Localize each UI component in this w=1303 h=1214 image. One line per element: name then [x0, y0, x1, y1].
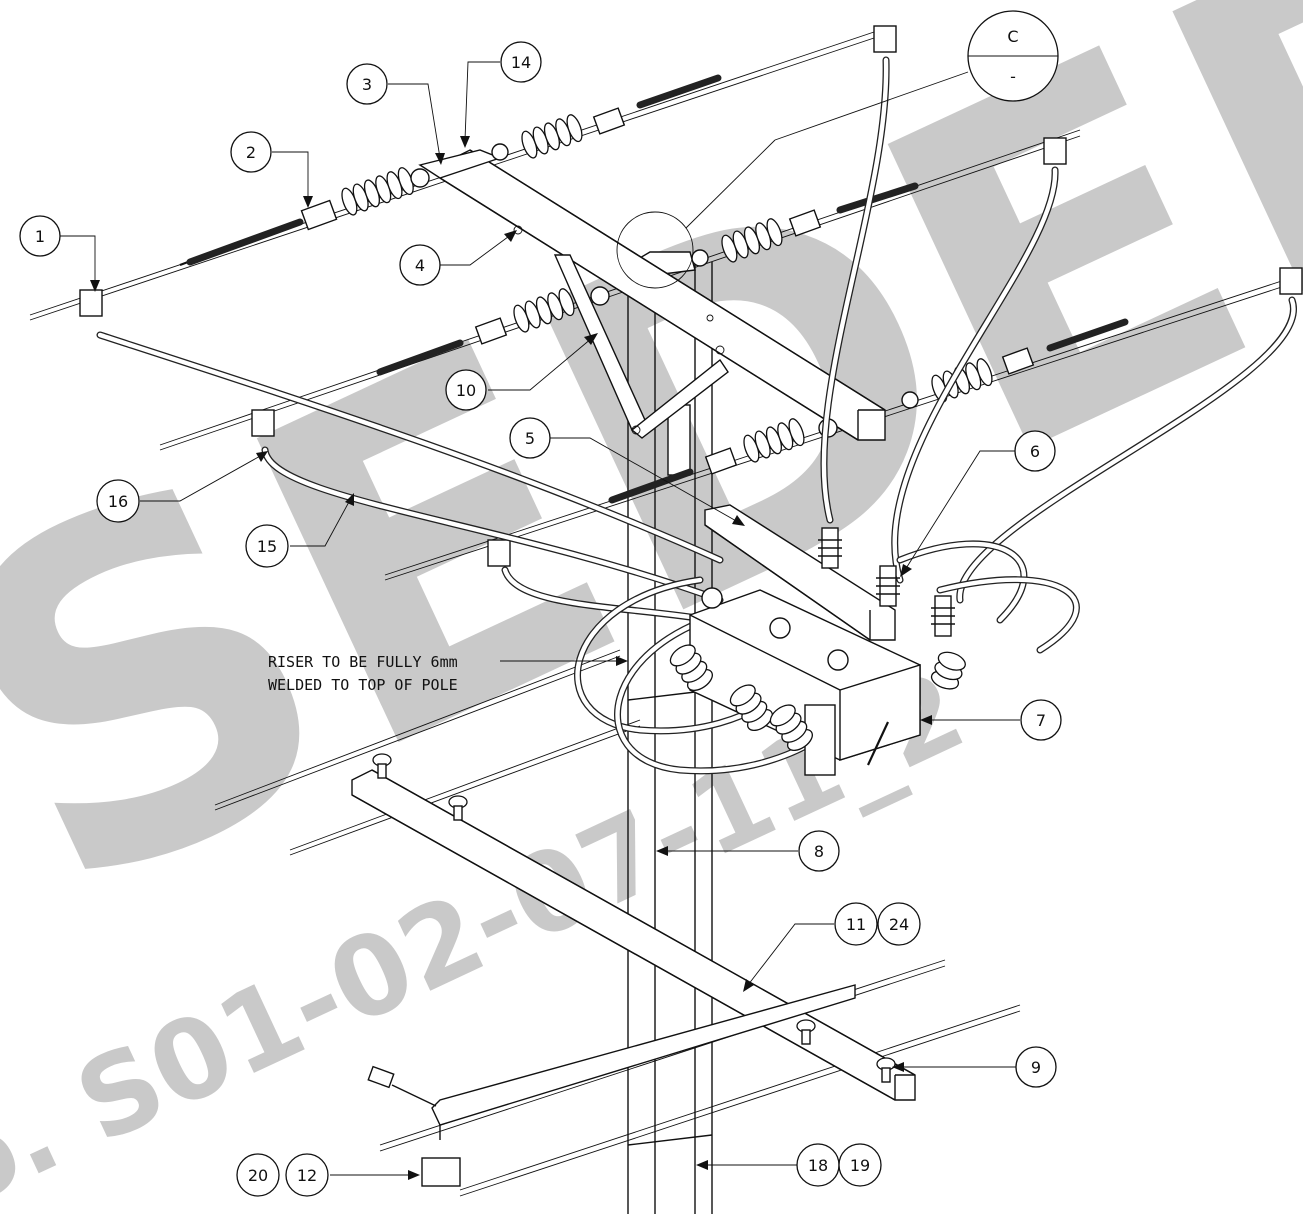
callout-1: 1 — [19, 215, 61, 257]
pin-insulators — [372, 753, 896, 1083]
callout-8: 8 — [798, 830, 840, 872]
bushings — [669, 587, 966, 752]
callouts: 1 2 3 14 4 10 5 6 — [19, 41, 1062, 1197]
callout-7: 7 — [1020, 699, 1062, 741]
callout-20: 20 — [236, 1153, 280, 1197]
surge-arresters — [818, 527, 955, 637]
callout-15: 15 — [245, 524, 289, 568]
upper-crossarm — [418, 149, 886, 441]
callout-16: 16 — [96, 479, 140, 523]
svg-text:9: 9 — [1031, 1058, 1041, 1077]
callout-9: 9 — [1015, 1046, 1057, 1088]
svg-text:24: 24 — [889, 915, 909, 934]
callout-10: 10 — [445, 369, 487, 411]
callout-3: 3 — [346, 63, 388, 105]
note-line-2: WELDED TO TOP OF POLE — [268, 676, 458, 694]
svg-text:16: 16 — [108, 492, 128, 511]
strain-insulators — [179, 74, 1129, 504]
callout-6: 6 — [1014, 430, 1056, 472]
svg-text:2: 2 — [246, 143, 256, 162]
lower-crossarm — [351, 753, 916, 1187]
svg-text:8: 8 — [814, 842, 824, 861]
svg-text:15: 15 — [257, 537, 277, 556]
svg-text:12: 12 — [297, 1166, 317, 1185]
svg-text:18: 18 — [808, 1156, 828, 1175]
svg-text:20: 20 — [248, 1166, 268, 1185]
detail-ref-sheet: - — [1010, 67, 1016, 86]
callout-18: 18 — [796, 1143, 840, 1187]
callout-24: 24 — [877, 902, 921, 946]
svg-text:19: 19 — [850, 1156, 870, 1175]
svg-text:7: 7 — [1036, 711, 1046, 730]
callout-19: 19 — [838, 1143, 882, 1187]
recloser — [669, 504, 966, 776]
svg-text:5: 5 — [525, 429, 535, 448]
callout-2: 2 — [230, 131, 272, 173]
svg-text:14: 14 — [511, 53, 531, 72]
jumper-cables — [96, 56, 1297, 775]
leader-lines — [58, 61, 1020, 1180]
svg-text:3: 3 — [362, 75, 372, 94]
callout-11: 11 — [834, 902, 878, 946]
svg-text:1: 1 — [35, 227, 45, 246]
detail-marker: C - — [616, 10, 1059, 289]
callout-14: 14 — [500, 41, 542, 83]
welding-note: RISER TO BE FULLY 6mm WELDED TO TOP OF P… — [268, 653, 628, 694]
detail-ref-letter: C — [1007, 27, 1018, 46]
callout-4: 4 — [399, 244, 441, 286]
line-tap-clamps — [79, 25, 1303, 567]
svg-text:4: 4 — [415, 256, 425, 275]
svg-text:11: 11 — [846, 915, 866, 934]
callout-5: 5 — [509, 417, 551, 459]
callout-12: 12 — [285, 1153, 329, 1197]
svg-text:10: 10 — [456, 381, 476, 400]
svg-text:6: 6 — [1030, 442, 1040, 461]
note-line-1: RISER TO BE FULLY 6mm — [268, 653, 458, 671]
